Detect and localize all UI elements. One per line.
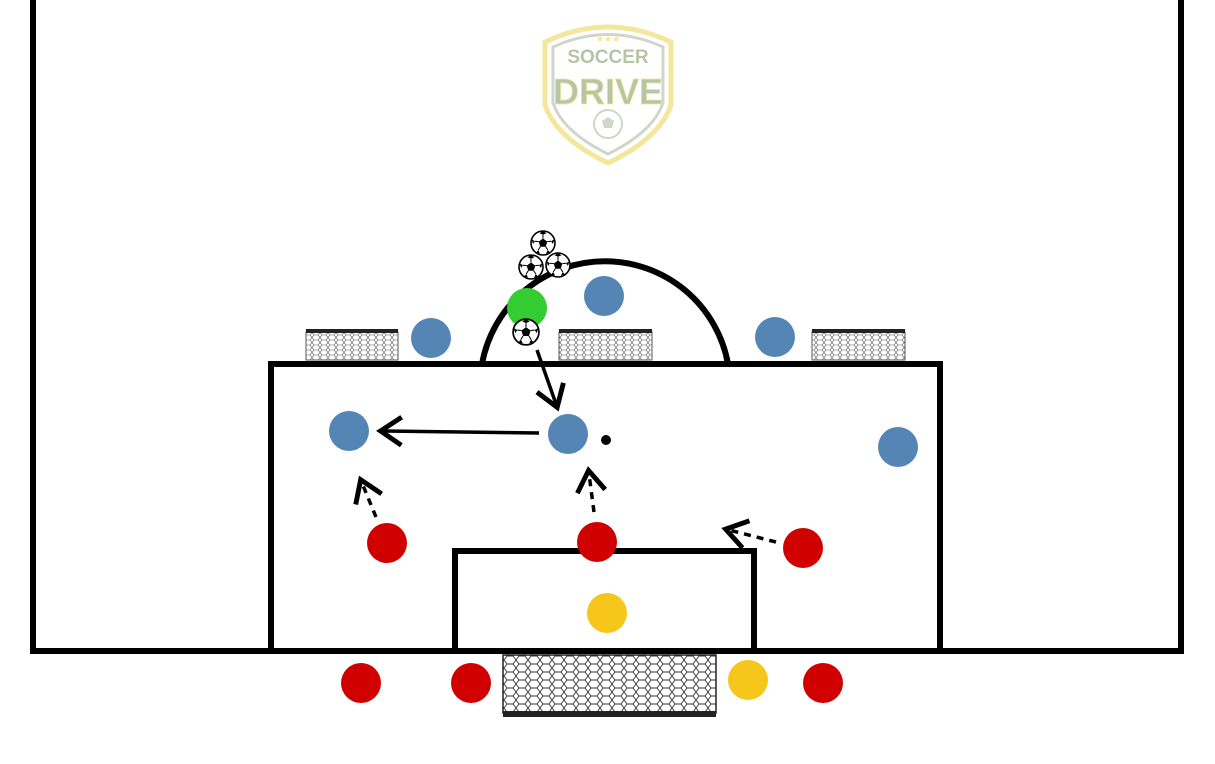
mini-goal-left <box>305 329 399 361</box>
goalkeepers <box>587 593 768 700</box>
mini-goal-crossbar <box>306 329 398 333</box>
mini-goal-crossbar <box>559 329 652 333</box>
blue-team <box>329 276 918 467</box>
mini-goal-right <box>811 329 906 361</box>
goalkeeper <box>587 593 627 633</box>
blue-player <box>755 317 795 357</box>
blue-player <box>548 414 588 454</box>
logo-shield-border <box>542 24 674 166</box>
mini-goal-center <box>558 329 653 361</box>
red-player-waiting <box>803 663 843 703</box>
red-player <box>367 523 407 563</box>
red-player-waiting <box>451 663 491 703</box>
goal-net-icon <box>502 654 717 714</box>
logo-shield-inner <box>551 33 665 156</box>
logo-text-drive: DRIVE <box>553 71 663 112</box>
pass-arrow-to-wide-player <box>376 415 540 448</box>
pass-arrow-to-striker <box>535 349 566 412</box>
goal-net-icon <box>305 331 399 361</box>
red-player-waiting <box>341 663 381 703</box>
soccer-drive-logo: ★★★ SOCCER DRIVE <box>542 24 674 166</box>
server-player <box>507 288 547 328</box>
blue-player <box>329 411 369 451</box>
red-player <box>577 522 617 562</box>
movement-arrows <box>353 349 777 550</box>
goalkeeper-waiting <box>728 660 768 700</box>
pitch-markings <box>30 0 1184 654</box>
soccer-ball-icon <box>512 318 540 346</box>
run-arrow-left-defender <box>353 475 383 518</box>
goal-net-icon <box>558 331 653 361</box>
run-arrow-right-defender <box>721 518 777 550</box>
red-player <box>783 528 823 568</box>
logo-stars: ★★★ <box>596 34 620 44</box>
blue-player <box>878 427 918 467</box>
soccer-ball-icon <box>530 230 556 256</box>
soccer-ball-icon <box>518 254 544 280</box>
cone-marker <box>601 435 611 445</box>
goal-net-icon <box>811 331 906 361</box>
logo-text-soccer: SOCCER <box>567 47 649 68</box>
red-team <box>341 522 843 703</box>
penalty-arc <box>479 258 731 365</box>
goal-backbar <box>503 711 716 717</box>
run-arrow-center-defender <box>575 466 608 513</box>
ball-supply <box>518 230 571 280</box>
main-goal <box>502 654 717 717</box>
blue-player <box>584 276 624 316</box>
blue-player <box>411 318 451 358</box>
soccer-ball-icon <box>545 252 571 278</box>
mini-goal-crossbar <box>812 329 905 333</box>
